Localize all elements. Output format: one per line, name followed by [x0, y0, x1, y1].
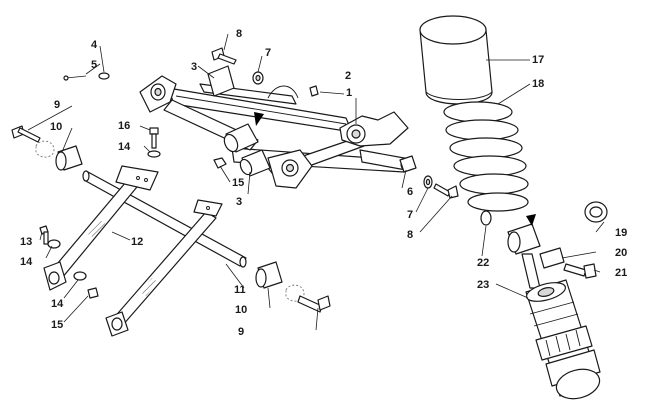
callout-11: 11 — [234, 284, 246, 296]
shock-absorber — [419, 15, 608, 400]
callout-17: 17 — [532, 54, 544, 66]
callout-9-lower: 9 — [238, 326, 244, 338]
callout-4: 4 — [91, 39, 98, 51]
callout-8-lower: 8 — [407, 229, 413, 241]
callout-9-upper: 9 — [54, 99, 60, 111]
callout-15-lower: 15 — [51, 319, 63, 331]
callout-12: 12 — [131, 236, 143, 248]
callout-7-lower: 7 — [407, 209, 413, 221]
callout-20: 20 — [615, 247, 627, 259]
callout-15-upper: 15 — [232, 177, 244, 189]
callout-3-upper: 3 — [191, 61, 197, 73]
callout-23: 23 — [477, 279, 489, 291]
callout-14-lower: 14 — [51, 298, 64, 310]
callout-2: 2 — [345, 70, 351, 82]
callout-21: 21 — [615, 267, 627, 279]
rear-arm-assembly — [139, 65, 410, 189]
small-fasteners — [39, 47, 459, 299]
callout-8-upper: 8 — [236, 28, 242, 40]
callout-labels: 1 2 3 3 4 5 6 7 7 8 8 9 9 10 10 11 12 13… — [20, 28, 627, 338]
callout-19: 19 — [615, 227, 627, 239]
callout-14-upper: 14 — [118, 141, 131, 153]
left-bushing — [11, 125, 83, 171]
callout-16: 16 — [118, 120, 130, 132]
callout-1: 1 — [346, 87, 352, 99]
callout-14-left: 14 — [20, 256, 33, 268]
callout-10-upper: 10 — [50, 121, 62, 133]
callout-18: 18 — [532, 78, 544, 90]
callout-13: 13 — [20, 236, 32, 248]
callout-3-lower: 3 — [236, 196, 242, 208]
callout-10-lower: 10 — [235, 304, 247, 316]
callout-22: 22 — [477, 257, 489, 269]
leader-lines — [27, 33, 605, 331]
front-arm-assembly — [43, 165, 247, 337]
right-bushing — [255, 261, 331, 313]
callout-6: 6 — [407, 186, 413, 198]
coil-spring — [443, 101, 529, 212]
callout-7-upper: 7 — [265, 47, 271, 59]
callout-5: 5 — [91, 59, 97, 71]
